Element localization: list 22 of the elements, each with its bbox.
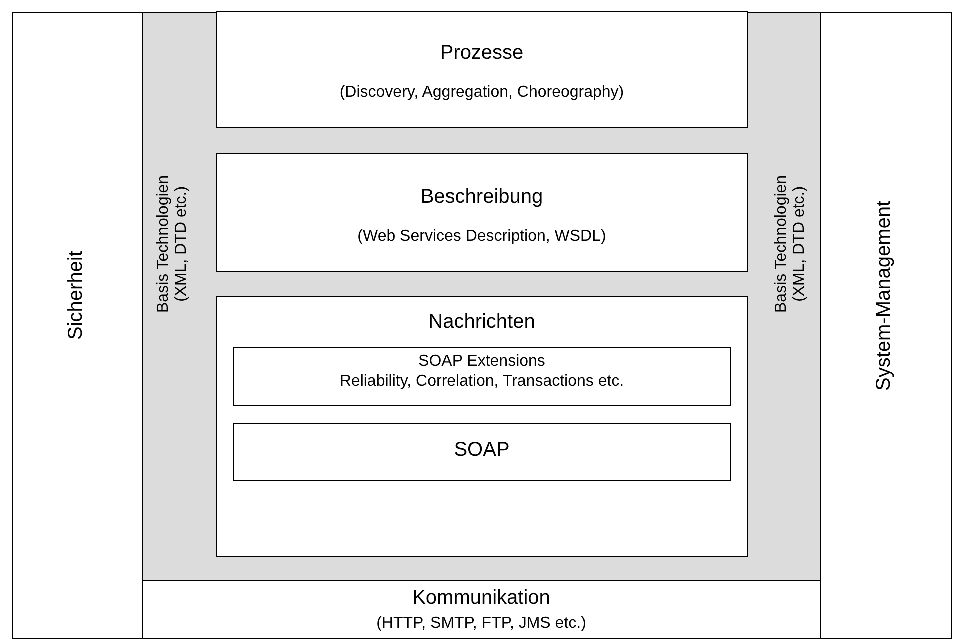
management-column (820, 12, 952, 639)
layer-title: Kommunikation (412, 587, 552, 610)
layer-title: Beschreibung (420, 186, 544, 209)
base-technology-band (142, 12, 821, 581)
protocol-layer-box (233, 423, 731, 481)
description-layer-box (216, 153, 748, 272)
messaging-layer-box (216, 296, 748, 557)
column-label: System-Management (873, 199, 896, 393)
band-label: Basis Technologien (XML, DTD etc.) (773, 174, 809, 315)
security-column (12, 12, 143, 639)
extension-layer-box (233, 347, 731, 406)
layer-subtitle: (HTTP, SMTP, FTP, JMS etc.) (376, 615, 588, 633)
layer-subtitle: (Web Services Description, WSDL) (356, 228, 608, 246)
process-layer-box (216, 11, 748, 128)
layer-title: SOAP Extensions (418, 353, 546, 371)
layer-title: Prozesse (439, 42, 525, 65)
layer-title: Nachrichten (428, 311, 536, 334)
layer-title: SOAP (453, 439, 511, 462)
column-label: Sicherheit (65, 250, 88, 342)
band-label: Basis Technologien (XML, DTD etc.) (155, 174, 191, 315)
layer-subtitle: (Discovery, Aggregation, Choreography) (338, 84, 626, 102)
layer-subtitle: Reliability, Correlation, Transactions etc. (338, 373, 626, 391)
